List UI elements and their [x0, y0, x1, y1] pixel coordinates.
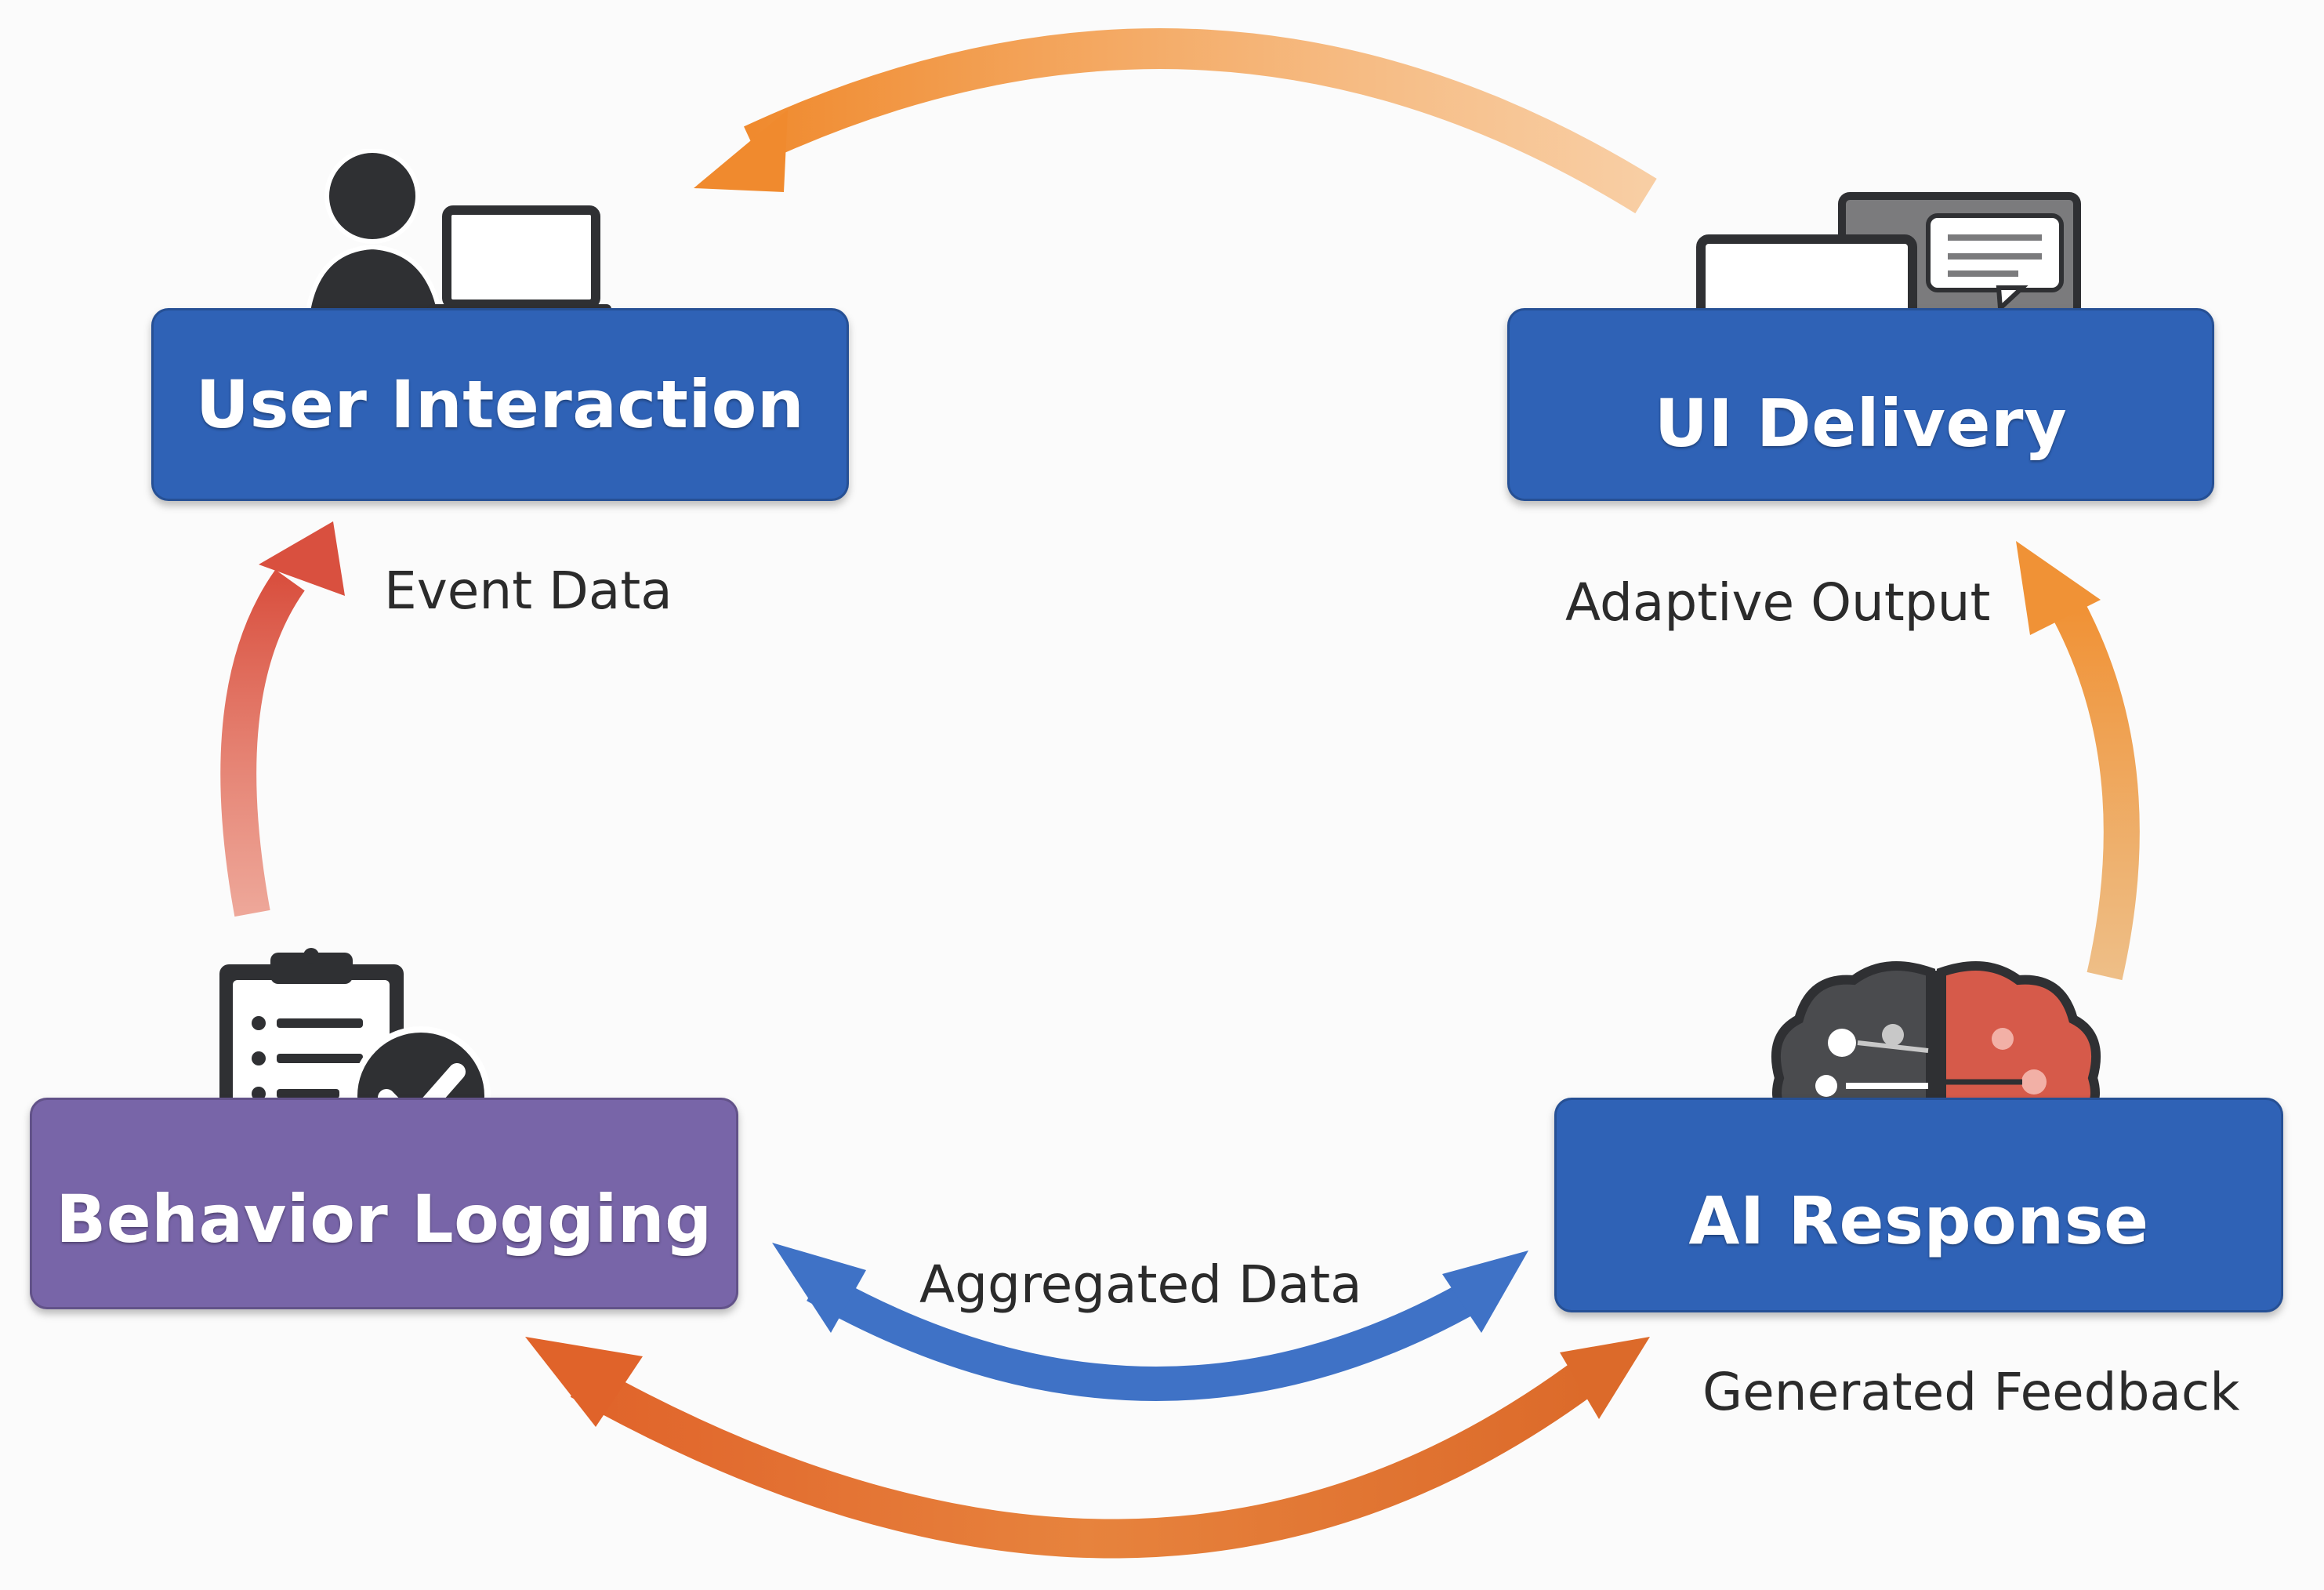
ai-response-label: AI Response [1688, 1182, 2149, 1259]
arrow-ui-to-user [694, 28, 1657, 214]
user-interaction-label: User Interaction [195, 366, 805, 443]
arrow-generated-feedback [525, 1337, 1650, 1559]
arrow-adaptive-output [2016, 541, 2140, 981]
ui-delivery-box: UI Delivery [1507, 308, 2214, 501]
adaptive-output-label: Adaptive Output [1565, 572, 1991, 633]
generated-feedback-label: Generated Feedback [1702, 1362, 2240, 1422]
arrow-aggregated-data [772, 1243, 1528, 1401]
aggregated-data-label: Aggregated Data [919, 1254, 1362, 1315]
behavior-logging-label: Behavior Logging [56, 1181, 712, 1258]
behavior-logging-box: Behavior Logging [30, 1098, 738, 1309]
ui-delivery-label: UI Delivery [1654, 385, 2068, 462]
ai-response-box: AI Response [1554, 1098, 2283, 1312]
arrow-event-data [220, 521, 345, 917]
event-data-label: Event Data [384, 561, 673, 621]
user-interaction-box: User Interaction [151, 308, 849, 501]
